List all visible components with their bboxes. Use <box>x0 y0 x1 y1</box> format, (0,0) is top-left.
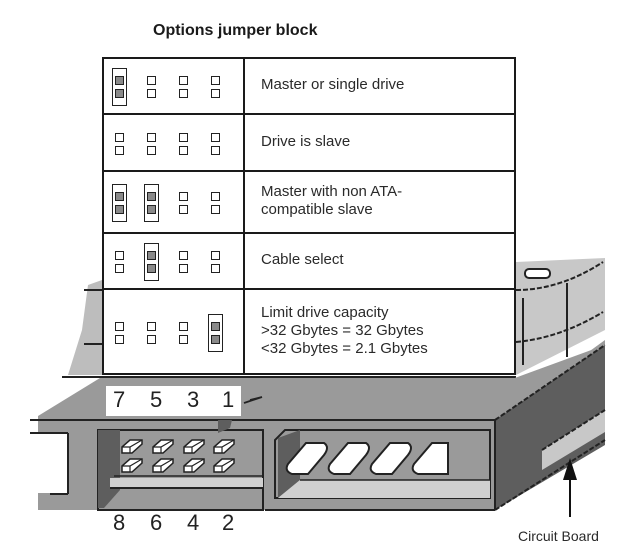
description-line: <32 Gbytes = 2.1 Gbytes <box>261 340 428 358</box>
option-description: Master with non ATA-compatible slave <box>261 183 402 219</box>
option-description: Drive is slave <box>261 133 350 151</box>
pin-number-label-bg <box>106 386 241 416</box>
jumper-cap <box>144 184 159 222</box>
jumper-pin-diagram <box>104 172 245 232</box>
pin-number: 4 <box>187 510 199 536</box>
jumper-pin <box>147 205 156 214</box>
circuit-board-label: Circuit Board <box>518 528 599 544</box>
jumper-pin <box>211 251 220 260</box>
jumper-pin <box>179 76 188 85</box>
jumper-pin <box>147 76 156 85</box>
jumper-pin <box>115 264 124 273</box>
jumper-pin <box>211 192 220 201</box>
jumper-pin <box>179 192 188 201</box>
jumper-pin <box>115 146 124 155</box>
drive-slot <box>525 269 550 278</box>
jumper-pin <box>179 133 188 142</box>
jumper-pin <box>147 264 156 273</box>
jumper-pin <box>211 335 220 344</box>
jumper-pin <box>211 322 220 331</box>
description-line: Drive is slave <box>261 133 350 151</box>
jumper-option-row: Master or single drive <box>104 59 514 115</box>
description-line: Master or single drive <box>261 76 404 94</box>
jumper-pin <box>115 335 124 344</box>
jumper-pin <box>147 251 156 260</box>
jumper-pin <box>115 205 124 214</box>
jumper-pin <box>179 322 188 331</box>
jumper-pin <box>179 146 188 155</box>
option-description: Master or single drive <box>261 76 404 94</box>
jumper-pin <box>115 76 124 85</box>
jumper-cap <box>112 68 127 106</box>
jumper-pin <box>179 335 188 344</box>
jumper-pin <box>211 205 220 214</box>
diagram-title: Options jumper block <box>153 22 317 40</box>
jumper-pin <box>179 205 188 214</box>
jumper-pin <box>115 251 124 260</box>
pin-number: 2 <box>222 510 234 536</box>
jumper-pin <box>179 264 188 273</box>
jumper-pin <box>211 264 220 273</box>
jumper-pin <box>115 322 124 331</box>
jumper-pin <box>147 89 156 98</box>
option-description: Limit drive capacity>32 Gbytes = 32 Gbyt… <box>261 304 428 358</box>
jumper-pin <box>211 133 220 142</box>
description-line: >32 Gbytes = 32 Gbytes <box>261 322 428 340</box>
jumper-pin <box>211 76 220 85</box>
jumper-pin <box>115 133 124 142</box>
jumper-option-row: Limit drive capacity>32 Gbytes = 32 Gbyt… <box>104 290 514 375</box>
jumper-pin-diagram <box>104 290 245 375</box>
jumper-option-row: Master with non ATA-compatible slave <box>104 172 514 234</box>
jumper-option-row: Drive is slave <box>104 115 514 172</box>
jumper-pin-diagram <box>104 115 245 170</box>
option-description: Cable select <box>261 251 344 269</box>
description-line: Cable select <box>261 251 344 269</box>
description-line: compatible slave <box>261 201 402 219</box>
jumper-cap <box>208 314 223 352</box>
jumper-pin <box>179 89 188 98</box>
pin-number: 3 <box>187 387 199 413</box>
jumper-pin <box>147 322 156 331</box>
jumper-option-row: Cable select <box>104 234 514 290</box>
description-line: Master with non ATA- <box>261 183 402 201</box>
jumper-pin-diagram <box>104 234 245 288</box>
pin-number: 5 <box>150 387 162 413</box>
jumper-cap <box>144 243 159 281</box>
pin-number: 8 <box>113 510 125 536</box>
description-line: Limit drive capacity <box>261 304 428 322</box>
jumper-pin <box>115 89 124 98</box>
jumper-pin <box>147 335 156 344</box>
pin-number: 7 <box>113 387 125 413</box>
jumper-pin <box>115 192 124 201</box>
pin-number: 1 <box>222 387 234 413</box>
jumper-pin <box>179 251 188 260</box>
jumper-pin <box>211 146 220 155</box>
jumper-pin-diagram <box>104 59 245 113</box>
jumper-pin <box>147 146 156 155</box>
jumper-pin <box>147 133 156 142</box>
jumper-pin <box>147 192 156 201</box>
jumper-cap <box>112 184 127 222</box>
pin-number: 6 <box>150 510 162 536</box>
jumper-options-table: Master or single driveDrive is slaveMast… <box>102 57 516 375</box>
jumper-pin <box>211 89 220 98</box>
